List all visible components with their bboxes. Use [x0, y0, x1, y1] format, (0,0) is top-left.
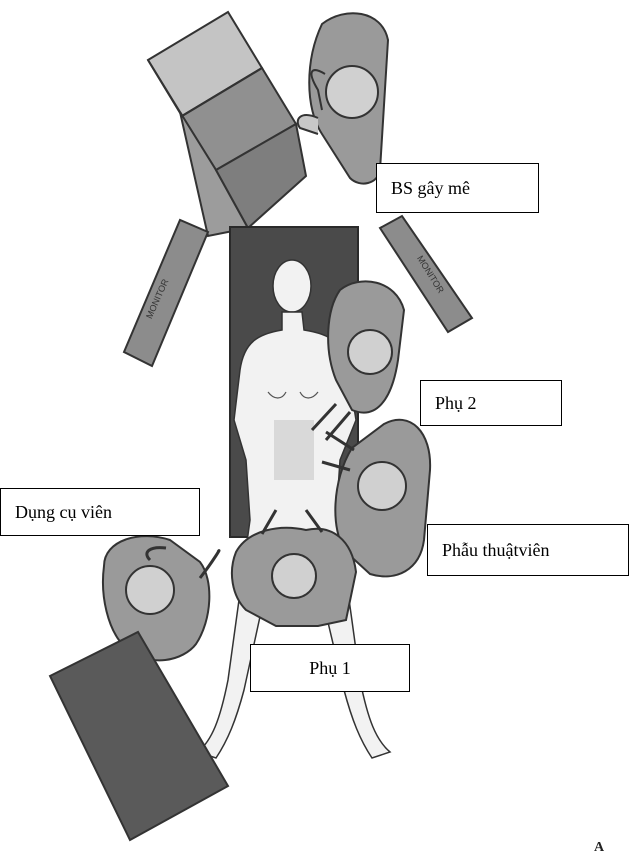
label-scrub-nurse: Dụng cụ viên: [0, 488, 200, 536]
label-surgeon: Phẫu thuậtviên: [427, 524, 629, 576]
panel-letter: A: [594, 840, 604, 856]
anesthesiologist-figure: [298, 13, 388, 183]
left-monitor: MONITOR: [124, 220, 208, 366]
label-assistant-1: Phụ 1: [250, 644, 410, 692]
anesthesia-machine: [148, 12, 306, 236]
label-assistant-2: Phụ 2: [420, 380, 562, 426]
instrument-table: [50, 632, 228, 840]
label-anesthesiologist: BS gây mê: [376, 163, 539, 213]
